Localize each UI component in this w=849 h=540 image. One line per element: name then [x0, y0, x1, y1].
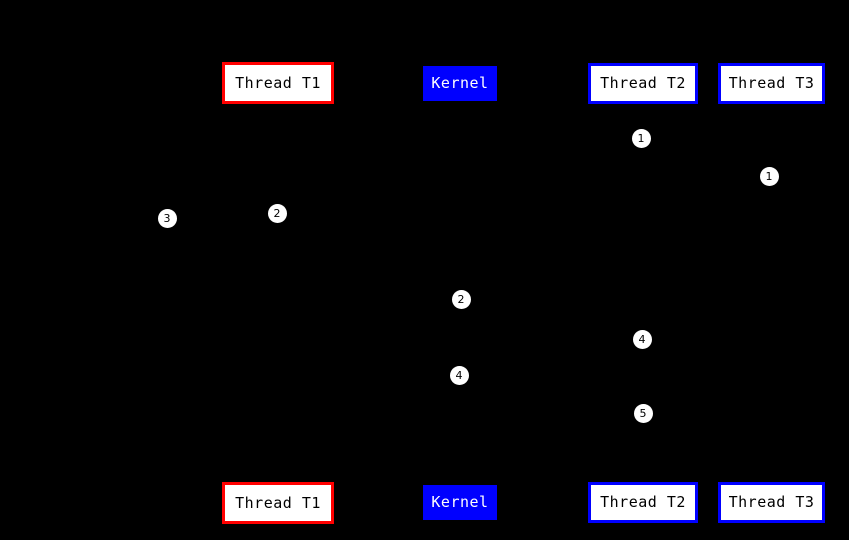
- participant-label: Thread T1: [235, 493, 321, 512]
- participant-thread-t2-bottom[interactable]: Thread T2: [588, 482, 698, 523]
- participant-kernel-bottom[interactable]: Kernel: [423, 485, 497, 520]
- lifeline-thread-t2: [643, 104, 644, 482]
- participant-label: Thread T2: [600, 74, 686, 92]
- message-arrow-3: [167, 216, 278, 217]
- participant-label: Kernel: [431, 493, 489, 511]
- lifeline-thread-t1: [278, 104, 279, 482]
- participant-kernel-top[interactable]: Kernel: [423, 66, 497, 101]
- participant-thread-t1-top[interactable]: Thread T1: [222, 62, 334, 104]
- sequence-badge-1-1: 1: [631, 128, 651, 148]
- participant-label: Thread T2: [600, 493, 686, 511]
- sequence-badge-2-5: 2: [451, 289, 471, 309]
- participant-label: Kernel: [431, 74, 489, 92]
- lifeline-thread-t3: [771, 104, 772, 482]
- sequence-badge-4-7: 4: [449, 365, 469, 385]
- participant-label: Thread T3: [728, 74, 815, 92]
- participant-thread-t3-bottom[interactable]: Thread T3: [718, 482, 825, 523]
- sequence-badge-2-4: 2: [267, 203, 287, 223]
- message-arrow-4: [278, 213, 460, 214]
- sequence-badge-3-3: 3: [157, 208, 177, 228]
- participant-thread-t2-top[interactable]: Thread T2: [588, 63, 698, 104]
- participant-thread-t1-bottom[interactable]: Thread T1: [222, 482, 334, 524]
- sequence-badge-1-2: 1: [759, 166, 779, 186]
- participant-thread-t3-top[interactable]: Thread T3: [718, 63, 825, 104]
- participant-label: Thread T3: [728, 493, 815, 511]
- sequence-badge-4-6: 4: [632, 329, 652, 349]
- participant-label: Thread T1: [235, 73, 321, 92]
- sequence-badge-5-8: 5: [633, 403, 653, 423]
